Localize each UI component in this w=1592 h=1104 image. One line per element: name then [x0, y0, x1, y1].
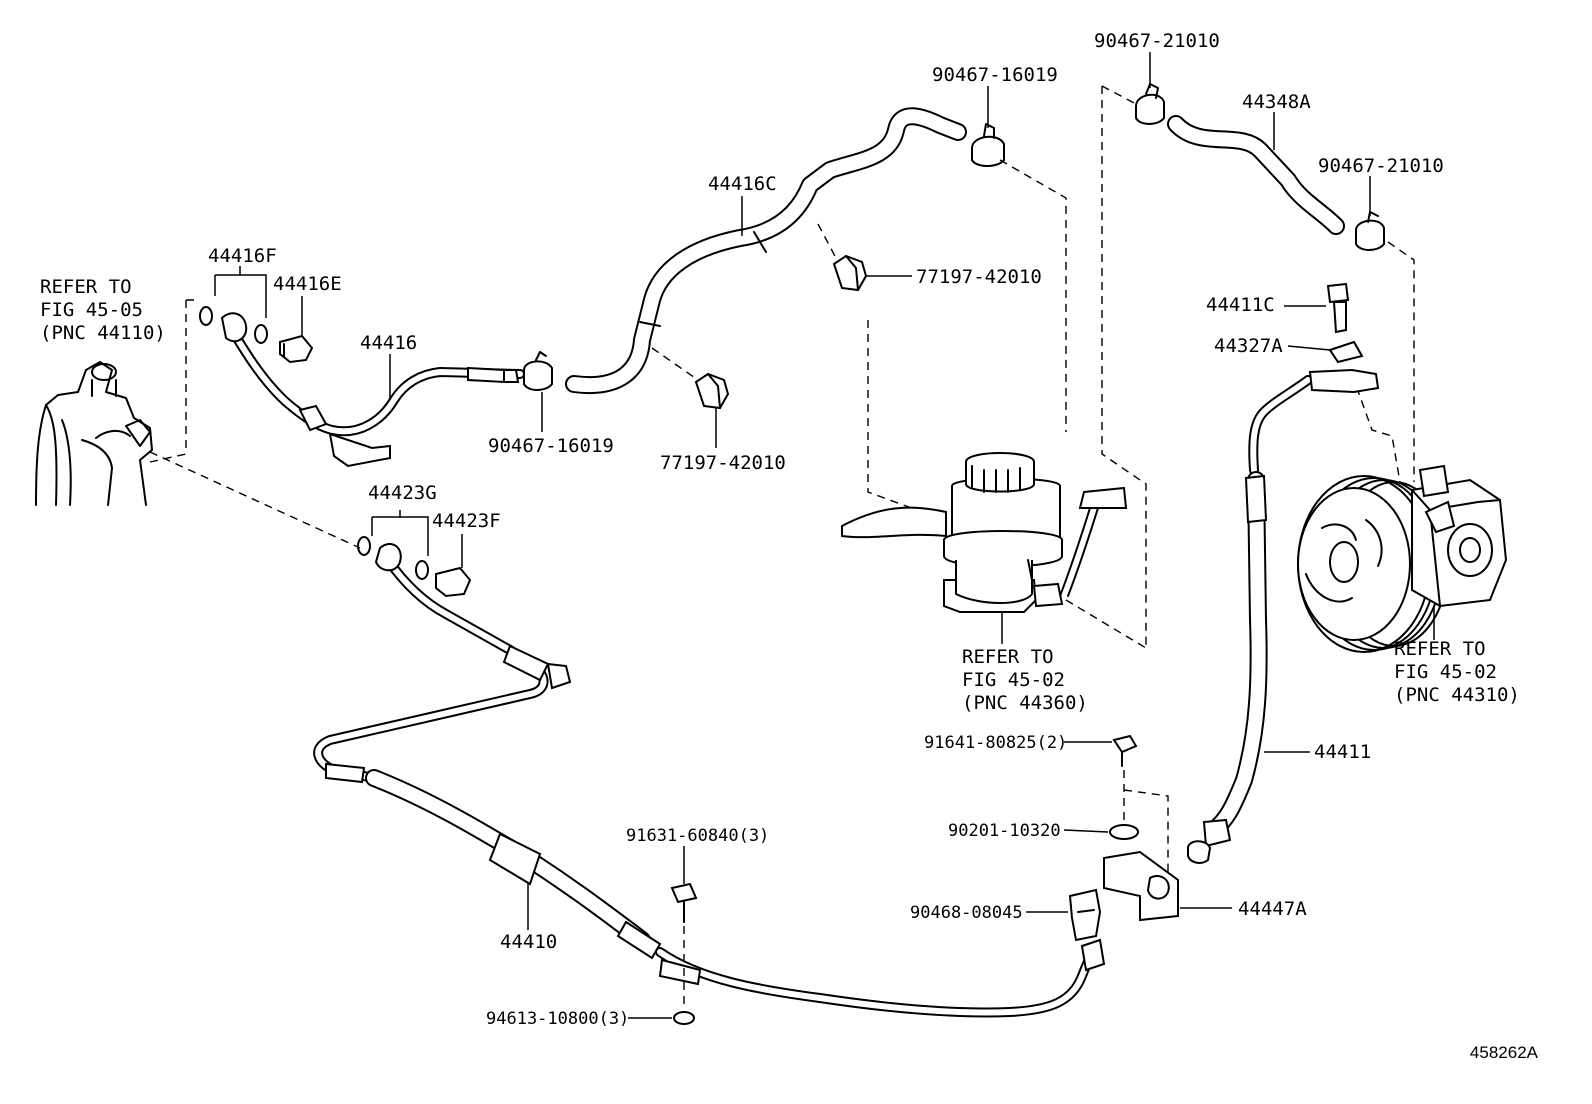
- alignment-line: [1123, 770, 1169, 880]
- callout-44411C: 44411C: [1206, 294, 1275, 316]
- svg-text:(PNC 44310): (PNC 44310): [1394, 684, 1520, 706]
- alignment-line: [149, 453, 187, 463]
- alignment-line: [1387, 241, 1415, 482]
- svg-text:FIG 45-02: FIG 45-02: [1394, 661, 1497, 683]
- hose-44348A: [1167, 115, 1345, 235]
- clamp-90467-16019-upper: [971, 123, 1005, 167]
- callout-90467-16019-upper: 90467-16019: [932, 64, 1058, 86]
- callout-90467-21010-lower: 90467-21010: [1318, 155, 1444, 177]
- svg-text:(PNC 44110): (PNC 44110): [40, 322, 166, 344]
- callout-44447A: 44447A: [1238, 898, 1307, 920]
- svg-text:REFER TO: REFER TO: [40, 276, 132, 298]
- callout-44416F: 44416F: [208, 245, 277, 267]
- alignment-line: [1101, 86, 1147, 648]
- steering-gear-housing: [35, 361, 153, 506]
- callout-44423G: 44423G: [368, 482, 437, 504]
- leader: [1287, 345, 1331, 351]
- clamp-90468-08045: [1068, 888, 1102, 942]
- callout-90467-21010-upper: 90467-21010: [1094, 30, 1220, 52]
- pressure-hose-44411: [1187, 368, 1380, 864]
- hose-44416C: [565, 107, 967, 395]
- alignment-line: [185, 299, 200, 454]
- alignment-line: [651, 347, 699, 381]
- callout-90201-10320: 90201-10320: [948, 821, 1061, 841]
- callout-44411: 44411: [1314, 741, 1371, 763]
- bolt-91631-60840: [670, 882, 698, 923]
- callout-44348A: 44348A: [1242, 91, 1311, 113]
- callout-77197-42010-lower: 77197-42010: [660, 452, 786, 474]
- bracket-44447A: [1103, 850, 1179, 922]
- callout-44416C: 44416C: [708, 173, 777, 195]
- gasket-44423G: [357, 536, 429, 580]
- refer-note-left: REFER TO FIG 45-05 (PNC 44110): [40, 276, 166, 344]
- clamp-90467-21010-lower: [1355, 211, 1385, 251]
- svg-text:FIG 45-02: FIG 45-02: [962, 669, 1065, 691]
- alignment-line: [867, 320, 945, 521]
- leader: [371, 510, 429, 556]
- reservoir-tank: [841, 452, 1128, 613]
- union-bolt-44411C: [1326, 282, 1350, 334]
- svg-text:FIG 45-05: FIG 45-05: [40, 299, 143, 321]
- callout-44416E: 44416E: [273, 273, 342, 295]
- callout-44423F: 44423F: [432, 510, 501, 532]
- clamp-90467-21010-upper: [1135, 83, 1165, 125]
- callout-91641-80825: 91641-80825(2): [924, 733, 1067, 753]
- callout-44416: 44416: [360, 332, 417, 354]
- callout-44410: 44410: [500, 931, 557, 953]
- svg-text:REFER TO: REFER TO: [1394, 638, 1486, 660]
- union-bolt-44416E: [279, 334, 314, 364]
- svg-text:REFER TO: REFER TO: [962, 646, 1054, 668]
- image-id: 458262A: [1470, 1043, 1539, 1062]
- alignment-line: [1351, 373, 1401, 483]
- hose-clamp-77197-42010-upper: [832, 254, 868, 292]
- alignment-line: [1065, 599, 1147, 649]
- callout-44327A: 44327A: [1214, 335, 1283, 357]
- refer-note-reservoir: REFER TO FIG 45-02 (PNC 44360): [962, 646, 1088, 714]
- leader: [214, 266, 267, 318]
- callout-77197-42010-upper: 77197-42010: [916, 266, 1042, 288]
- gasket-44327A: [1328, 340, 1364, 364]
- alignment-line: [817, 223, 837, 259]
- svg-text:(PNC 44360): (PNC 44360): [962, 692, 1088, 714]
- gasket-44416F: [199, 306, 268, 344]
- callout-91631-60840: 91631-60840(3): [626, 826, 769, 846]
- washer-90201-10320: [1109, 824, 1139, 840]
- power-steering-pump: [1297, 464, 1508, 653]
- hose-clamp-77197-42010-lower: [694, 372, 730, 410]
- clamp-90467-16019-lower: [523, 351, 553, 391]
- callout-90468-08045: 90468-08045: [910, 903, 1023, 923]
- nut-94613-10800: [673, 1011, 695, 1025]
- bolt-91641-80825: [1112, 734, 1138, 767]
- return-tube-44416: [220, 312, 525, 468]
- union-bolt-44423F: [435, 566, 472, 598]
- alignment-line: [999, 159, 1067, 432]
- refer-note-pump: REFER TO FIG 45-02 (PNC 44310): [1394, 638, 1520, 706]
- callout-90467-16019-lower: 90467-16019: [488, 435, 614, 457]
- alignment-line: [1101, 85, 1137, 105]
- pressure-tube-44410: [313, 543, 1106, 1018]
- callout-94613-10800: 94613-10800(3): [486, 1009, 629, 1029]
- alignment-line: [149, 451, 361, 549]
- leader: [1063, 829, 1109, 833]
